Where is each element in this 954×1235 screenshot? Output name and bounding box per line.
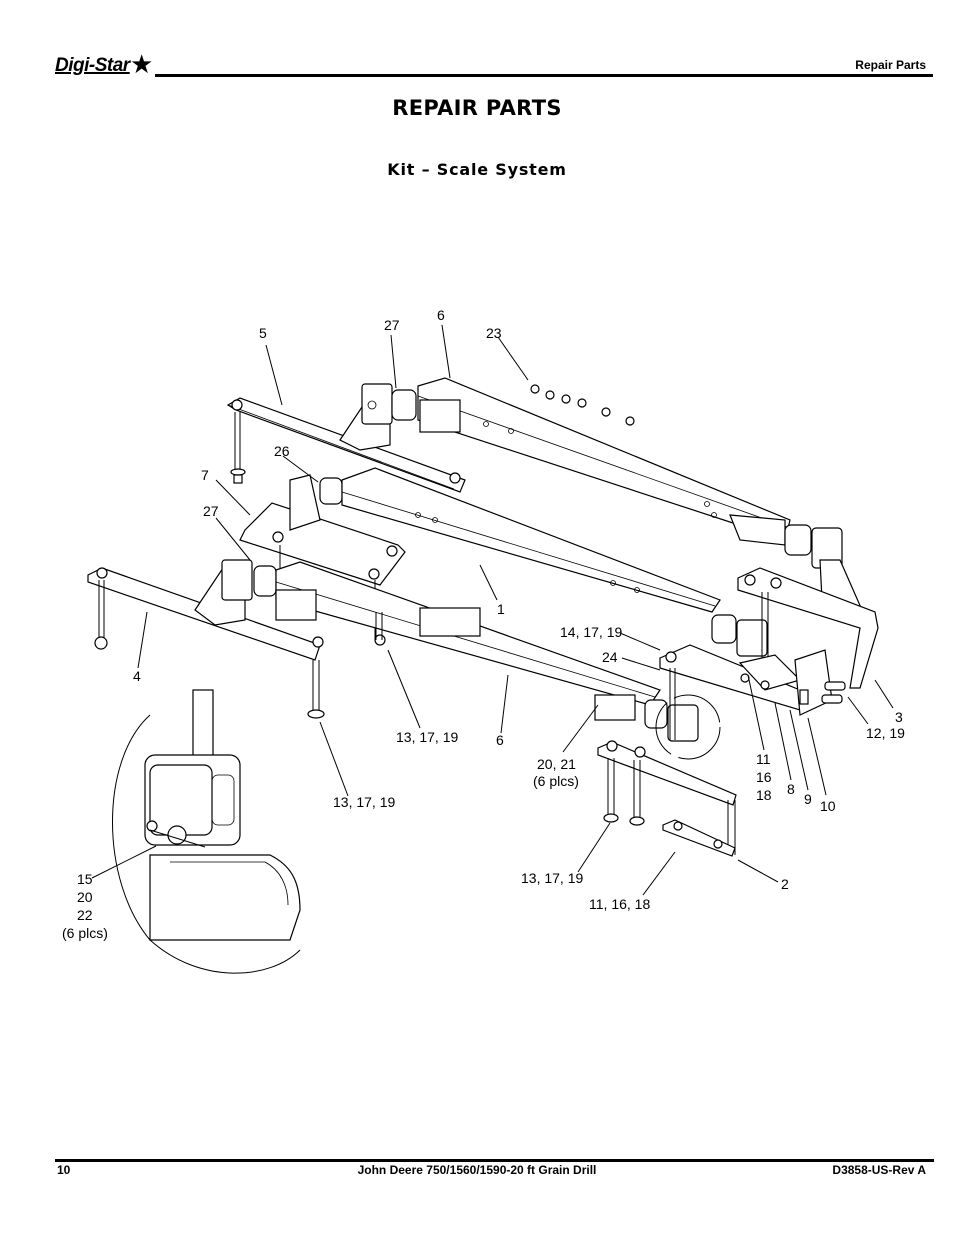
callout-3: 3 bbox=[895, 709, 903, 725]
digi-star-logo: Digi-Star bbox=[55, 55, 130, 76]
header-section-title: Repair Parts bbox=[855, 58, 926, 72]
callout-10: 10 bbox=[820, 798, 836, 814]
part-23-nuts bbox=[530, 384, 635, 426]
callout-23: 23 bbox=[486, 325, 502, 341]
callout-15: 15 bbox=[77, 871, 93, 887]
document-id: D3858-US-Rev A bbox=[832, 1163, 926, 1177]
callout-13-17-19-a: 13, 17, 19 bbox=[396, 729, 458, 745]
part-2-bracket bbox=[597, 740, 737, 857]
callout-12-19: 12, 19 bbox=[866, 725, 905, 741]
callout-5: 5 bbox=[259, 325, 267, 341]
callout-6-lower: 6 bbox=[496, 732, 504, 748]
header-rule bbox=[155, 74, 933, 77]
star-icon: ★ bbox=[130, 49, 154, 79]
callout-20: 20 bbox=[77, 889, 93, 905]
page-title: REPAIR PARTS bbox=[392, 96, 562, 120]
callout-labels: 5 27 6 23 26 7 27 1 4 14, 17, 19 24 3 12… bbox=[62, 307, 905, 941]
page-number: 10 bbox=[57, 1163, 71, 1177]
callout-27-upper: 27 bbox=[384, 317, 400, 333]
part-7-plate bbox=[239, 502, 406, 640]
callout-6-upper: 6 bbox=[437, 307, 445, 323]
callout-13-17-19-c: 13, 17, 19 bbox=[521, 870, 583, 886]
part-5-strap bbox=[226, 397, 466, 493]
callout-6-places: (6 plcs) bbox=[62, 925, 108, 941]
callout-11: 11 bbox=[756, 751, 771, 767]
callout-18: 18 bbox=[756, 787, 772, 803]
callout-2: 2 bbox=[781, 876, 789, 892]
callout-24: 24 bbox=[602, 649, 618, 665]
callout-1: 1 bbox=[497, 601, 505, 617]
callout-7: 7 bbox=[201, 467, 209, 483]
callout-11-16-18: 11, 16, 18 bbox=[589, 896, 650, 912]
part-8-9-10-brackets bbox=[738, 649, 846, 716]
callout-20-21-places: (6 plcs) bbox=[533, 773, 579, 789]
callout-16: 16 bbox=[756, 769, 772, 785]
part-6-upper-weigh-bar bbox=[339, 377, 863, 616]
callout-4: 4 bbox=[133, 668, 141, 684]
leader-lines bbox=[91, 324, 894, 896]
part-1-middle-weigh-bar bbox=[289, 467, 768, 657]
callout-8: 8 bbox=[787, 781, 795, 797]
footer-title: John Deere 750/1560/1590-20 ft Grain Dri… bbox=[357, 1163, 597, 1177]
callout-22: 22 bbox=[77, 907, 93, 923]
callout-14-17-19: 14, 17, 19 bbox=[560, 624, 622, 640]
callout-27-lower: 27 bbox=[203, 503, 219, 519]
kit-subtitle: Kit – Scale System bbox=[387, 160, 567, 179]
callout-26: 26 bbox=[274, 443, 290, 459]
callout-20-21: 20, 21 bbox=[537, 756, 576, 772]
part-3-bracket bbox=[737, 567, 879, 689]
callout-9: 9 bbox=[804, 791, 812, 807]
footer-rule bbox=[55, 1159, 934, 1162]
detail-inset-view bbox=[112, 689, 301, 974]
callout-13-17-19-b: 13, 17, 19 bbox=[333, 794, 395, 810]
